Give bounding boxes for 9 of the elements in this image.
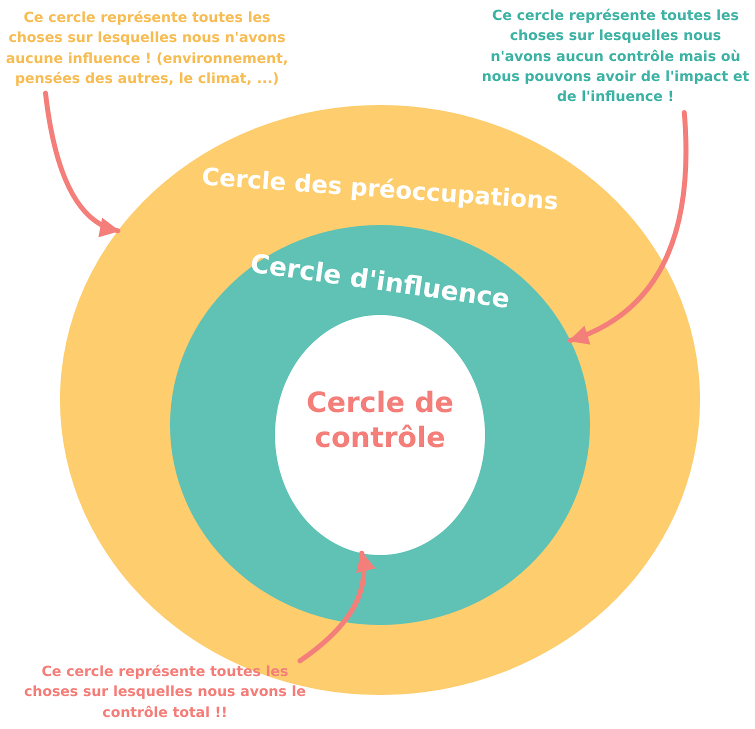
callout-text: Ce cercle représente toutes les choses sur lesquelles nous avons le contrôle total !! xyxy=(15,662,315,723)
arrow xyxy=(568,110,688,344)
circle-title: Cercle de contrôle xyxy=(305,385,455,455)
circle-title: Cercle d'influence xyxy=(247,248,513,318)
callout-text: Ce cercle représente toutes les choses sur lesquelles nous n'avons aucune influence ! (environnement, pensées des autres, le climat, ...) xyxy=(2,8,292,90)
arrow xyxy=(298,550,375,664)
arrow xyxy=(43,90,120,236)
callout-text: Ce cercle représente toutes les choses sur lesquelles nous n'avons aucun contrôle mais où nous pouvons avoir de l'impact et de l'influence ! xyxy=(478,6,753,108)
circle-title: Cercle des préoccupations xyxy=(200,162,560,218)
